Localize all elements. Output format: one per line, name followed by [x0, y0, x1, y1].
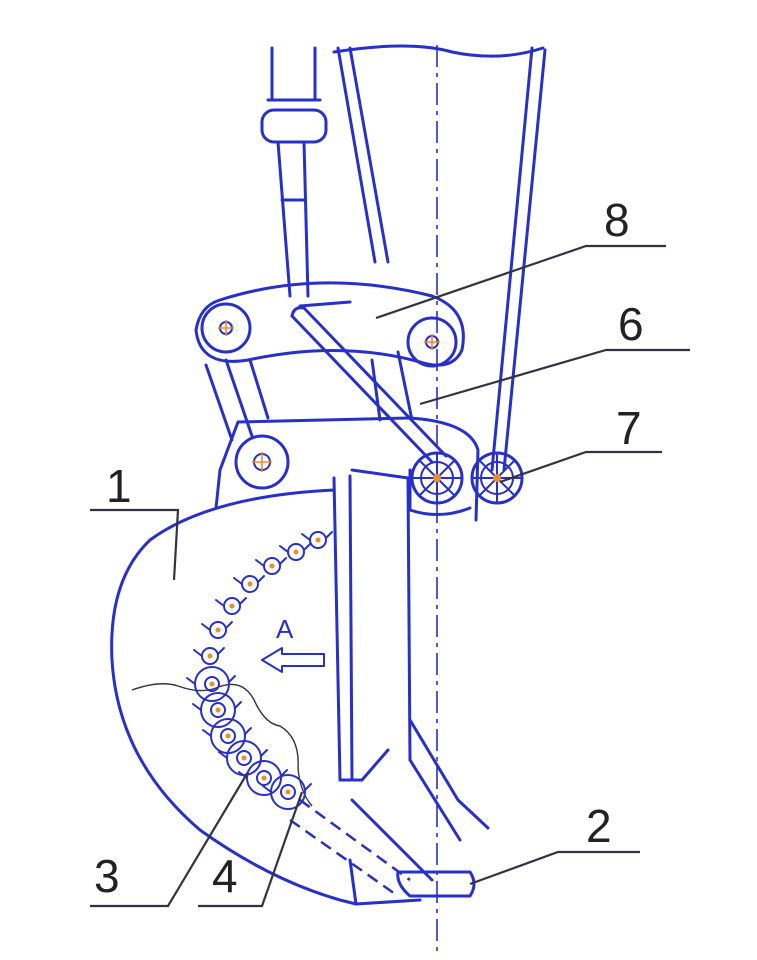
hood-body	[110, 488, 422, 906]
rotor-tine	[218, 749, 268, 759]
rotor-axis	[241, 755, 247, 761]
rotor-axis	[207, 653, 213, 659]
direction-label: A	[276, 614, 294, 644]
leader-2	[469, 850, 640, 886]
rotor-tine	[255, 557, 287, 567]
label-3: 3	[94, 850, 120, 902]
rotor-tine	[262, 783, 312, 793]
label-2: 2	[586, 800, 612, 852]
rotor-tine	[192, 701, 242, 711]
rotor-axis	[247, 581, 253, 587]
rotor-axis	[225, 733, 231, 739]
pivot-left	[200, 302, 252, 354]
rotor-hub	[210, 702, 226, 718]
label-8: 8	[604, 194, 630, 246]
pivot-right	[406, 316, 458, 368]
rotor-axis	[209, 681, 215, 687]
rotor-tine	[233, 575, 265, 585]
leader-1	[90, 508, 180, 581]
leader-6	[419, 348, 690, 406]
leader-3	[90, 771, 249, 908]
leader-7	[499, 450, 662, 484]
leader-lines	[90, 244, 690, 908]
ground-profile	[131, 683, 313, 807]
rotor-tine	[215, 597, 247, 607]
rotor-tine	[279, 543, 311, 553]
rotor-hub	[256, 770, 272, 786]
label-1: 1	[106, 460, 132, 512]
rotor-axis	[315, 537, 321, 543]
frame-post	[332, 44, 547, 472]
rotor-tine	[301, 531, 333, 541]
rotor-axis	[261, 775, 267, 781]
share-tip	[289, 798, 476, 898]
rotor-axis	[269, 563, 275, 569]
rotor-axis	[293, 549, 299, 555]
rotor-tine	[201, 621, 233, 631]
rotor-tine	[186, 675, 236, 685]
label-6: 6	[618, 298, 644, 350]
rotor-chain	[186, 531, 333, 810]
shank	[332, 468, 490, 882]
label-4: 4	[212, 850, 238, 902]
leader-4	[198, 791, 304, 908]
direction-arrow: A	[261, 614, 325, 673]
rotor-axis	[215, 627, 221, 633]
mounting-bracket	[214, 416, 480, 522]
rotor-hub	[236, 750, 252, 766]
leader-8	[375, 244, 666, 320]
rotor-axis	[229, 603, 235, 609]
bracket-pivot	[234, 434, 290, 490]
rotor-axis	[215, 707, 221, 713]
rotor-hub	[220, 728, 236, 744]
rotor-tine	[202, 727, 252, 737]
rotor-hub	[280, 784, 296, 800]
linkage-arm	[194, 281, 465, 442]
push-rod	[290, 306, 448, 464]
hydraulic-cylinder	[260, 46, 328, 298]
rotor-hub	[204, 676, 220, 692]
label-7: 7	[616, 402, 642, 454]
rotor-axis	[285, 789, 291, 795]
rotor-tine	[193, 647, 225, 657]
